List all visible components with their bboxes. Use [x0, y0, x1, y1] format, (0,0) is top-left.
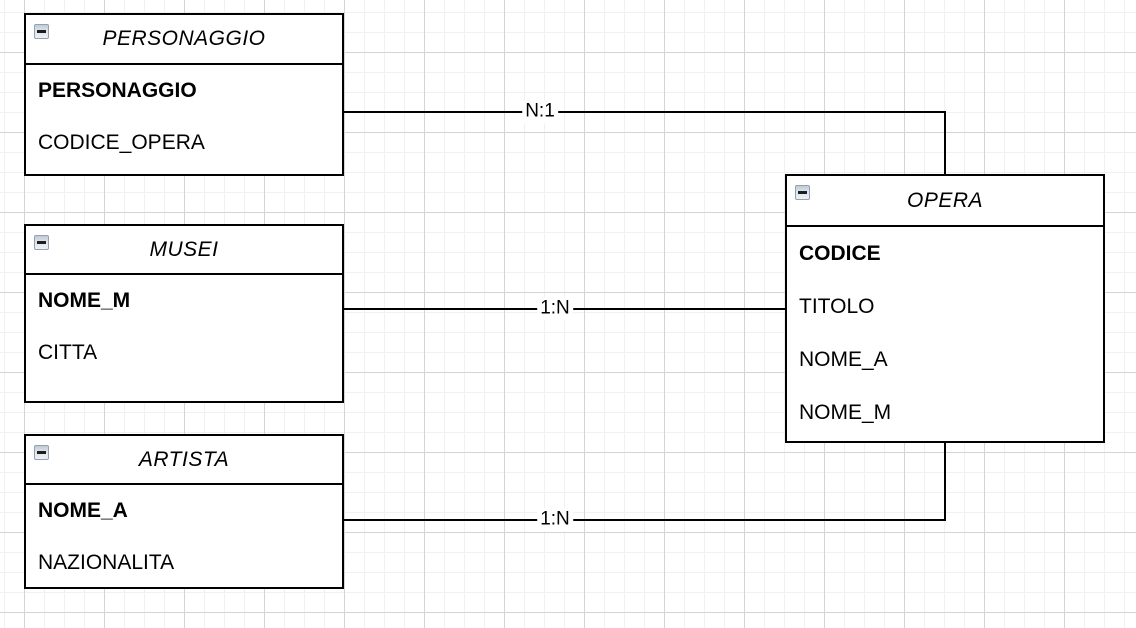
entity-title: OPERA [906, 188, 984, 212]
relationship-line-artista-opera-vertical[interactable] [944, 441, 946, 521]
relationship-label[interactable]: 1:N [537, 508, 573, 532]
collapse-minus-icon[interactable] [34, 445, 49, 460]
attribute-row[interactable]: PERSONAGGIO [38, 79, 197, 102]
entity-header: MUSEI [26, 226, 342, 275]
entity-personaggio[interactable]: PERSONAGGIO PERSONAGGIO CODICE_OPERA [24, 13, 344, 176]
attribute-row[interactable]: TITOLO [799, 294, 875, 318]
attribute-row[interactable]: NOME_A [38, 499, 128, 522]
entity-header: ARTISTA [26, 436, 342, 485]
attribute-row[interactable]: NAZIONALITA [38, 551, 175, 574]
entity-attribute-list: CODICE TITOLO NOME_A NOME_M [787, 227, 1103, 439]
entity-attribute-list: NOME_M CITTA [26, 275, 342, 379]
entity-attribute-list: PERSONAGGIO CODICE_OPERA [26, 65, 342, 169]
attribute-row[interactable]: NOME_A [799, 347, 888, 371]
attribute-row[interactable]: NOME_M [799, 400, 892, 424]
entity-title: ARTISTA [138, 447, 230, 471]
attribute-row[interactable]: CITTA [38, 341, 98, 364]
attribute-row[interactable]: CODICE_OPERA [38, 131, 205, 154]
entity-musei[interactable]: MUSEI NOME_M CITTA [24, 224, 344, 403]
collapse-minus-icon[interactable] [34, 24, 49, 39]
entity-artista[interactable]: ARTISTA NOME_A NAZIONALITA [24, 434, 344, 589]
entity-title: MUSEI [149, 237, 219, 261]
relationship-line-artista-opera-horizontal[interactable] [344, 519, 946, 521]
relationship-label[interactable]: N:1 [522, 100, 558, 124]
collapse-minus-icon[interactable] [795, 185, 810, 200]
collapse-minus-icon[interactable] [34, 235, 49, 250]
attribute-row[interactable]: NOME_M [38, 289, 131, 312]
relationship-line-personaggio-opera-vertical[interactable] [944, 111, 946, 176]
entity-header: PERSONAGGIO [26, 15, 342, 65]
entity-attribute-list: NOME_A NAZIONALITA [26, 485, 342, 589]
entity-header: OPERA [787, 176, 1103, 227]
relationship-label[interactable]: 1:N [537, 297, 573, 321]
relationship-line-personaggio-opera-horizontal[interactable] [344, 111, 946, 113]
entity-title: PERSONAGGIO [102, 27, 266, 50]
attribute-row[interactable]: CODICE [799, 241, 881, 265]
entity-opera[interactable]: OPERA CODICE TITOLO NOME_A NOME_M [785, 174, 1105, 443]
